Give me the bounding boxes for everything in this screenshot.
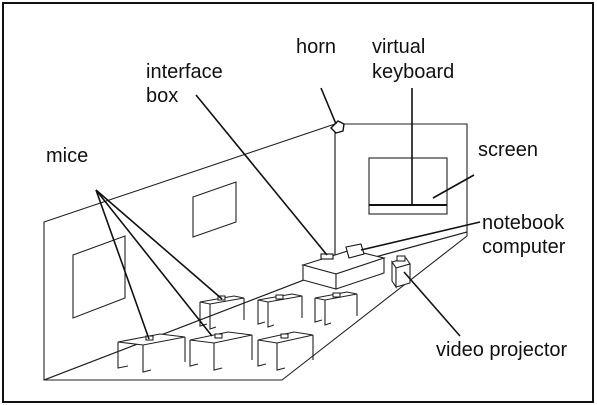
teacher-desk [301,243,386,290]
leader-lines [95,87,481,340]
desk-2 [189,331,253,371]
desk-1 [117,333,186,373]
label-screen: screen [478,139,538,161]
label-mice: mice [46,145,88,167]
screen-leader [432,174,475,199]
mice-leader-3 [95,189,223,300]
video-projector [391,255,411,289]
label-horn: horn [296,36,336,58]
desk-side [335,257,385,290]
wall-panel-middle [192,181,237,238]
mice-leader-1 [95,189,150,340]
label-keyboard: keyboard [372,61,454,83]
label-video-projector: video projector [436,339,568,361]
floor [43,231,468,381]
mice-leader-2 [95,189,213,337]
horn-leader [320,87,337,125]
label-notebook: notebook [482,212,565,234]
label-box: box [146,85,178,107]
wall-panel-left [72,235,126,319]
desk-3 [257,331,314,371]
room [43,123,468,381]
screen-frame [368,157,448,215]
desk-5 [257,293,303,328]
label-virtual: virtual [372,36,425,58]
interface-box-leader [195,94,328,256]
label-interface: interface [146,61,223,83]
desk-4 [199,295,245,330]
horn-speaker [330,120,345,134]
desk-6 [314,291,358,326]
video-projector-leader [403,271,461,337]
notebook-computer [345,243,365,259]
projection-screen [368,157,448,215]
student-desks [117,291,358,373]
label-computer: computer [482,236,566,258]
notebook-leader [360,221,481,251]
